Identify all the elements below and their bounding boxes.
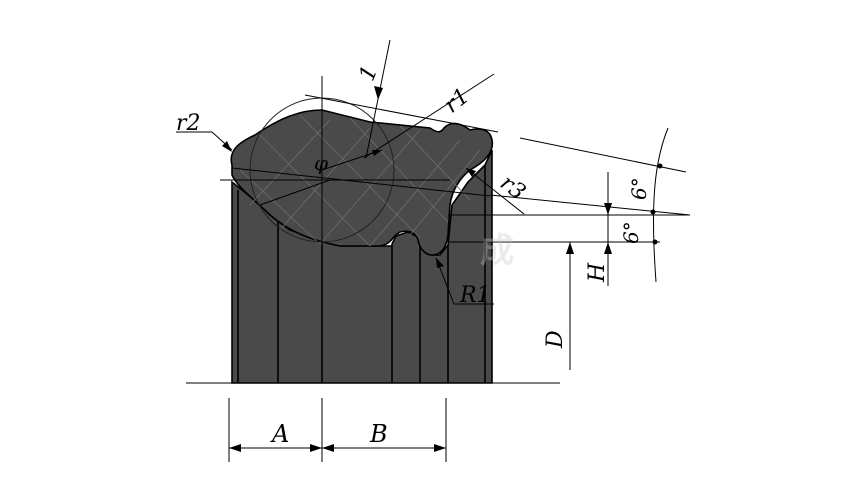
dim-A-arrow-left [229, 444, 241, 452]
label-B: B [369, 420, 388, 448]
label-R1: R1 [459, 283, 491, 308]
label-D: D [543, 330, 568, 349]
label-angle-upper: 6° [627, 177, 651, 200]
label-r3: r3 [495, 171, 530, 206]
dim-H-arrow-bottom [604, 242, 612, 254]
arc-dot-3 [652, 239, 658, 245]
label-A: A [270, 420, 289, 448]
inclined-centerline [231, 167, 491, 197]
label-1: 1 [355, 62, 383, 84]
dim-B-arrow-right [434, 444, 446, 452]
label-angle-lower: 6° [619, 221, 643, 244]
leader-r3 [465, 167, 525, 215]
leader-R1-arrow [436, 258, 444, 268]
label-phi: φ [314, 151, 328, 175]
watermark-text: 成 [480, 231, 514, 271]
dim-A-arrow-right [310, 444, 322, 452]
label-r2: r2 [176, 111, 201, 136]
dim-B-arrow-left [322, 444, 334, 452]
angle-ray-mid [489, 194, 691, 216]
label-r1: r1 [440, 84, 475, 119]
angle-arc [652, 127, 669, 283]
dim-H-arrow-top [604, 203, 612, 215]
leader-r1 [363, 73, 495, 159]
section-hatching [239, 114, 481, 247]
inner-diagonal [259, 179, 331, 206]
label-H: H [585, 262, 610, 283]
arc-dot-2 [650, 209, 656, 215]
leader-r3-arrow [466, 168, 476, 177]
leader-r2-arrow [222, 141, 232, 152]
dim-D-arrow-top [566, 242, 574, 254]
arc-dot-1 [657, 163, 663, 169]
leader-1-arrow [374, 86, 383, 100]
top-face-extension [304, 94, 499, 133]
